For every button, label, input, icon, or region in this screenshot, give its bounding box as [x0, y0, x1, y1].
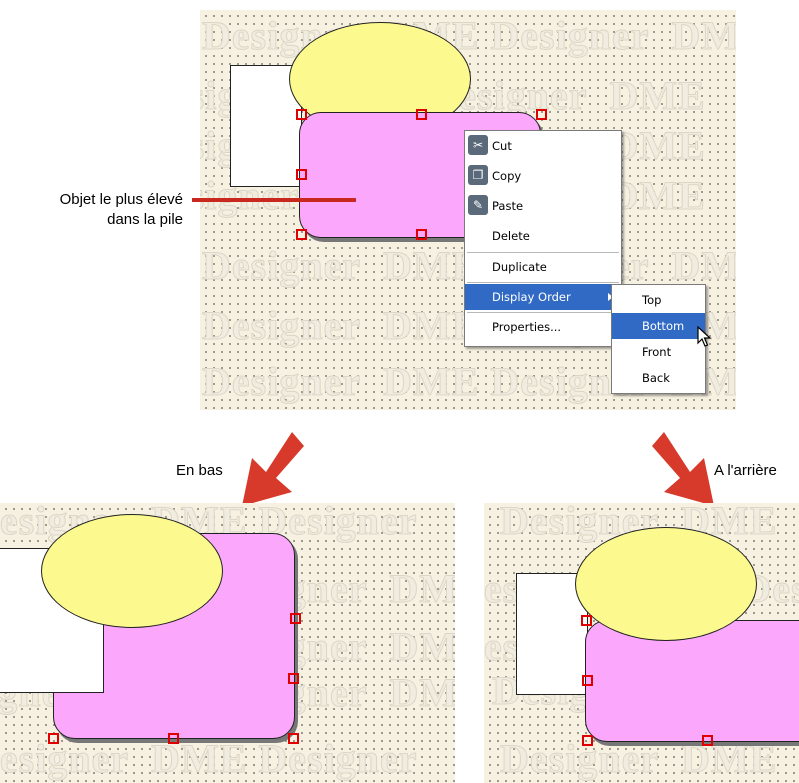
menu-item-display-order[interactable]: Display Order — [465, 284, 621, 310]
menu-item-label: Copy — [492, 169, 522, 183]
selection-handle[interactable] — [296, 169, 307, 180]
menu-separator — [467, 312, 619, 313]
selection-handle — [288, 673, 299, 684]
submenu-item-bottom[interactable]: Bottom — [612, 313, 705, 339]
menu-item-label: Duplicate — [492, 260, 547, 274]
selection-handle — [582, 675, 593, 686]
submenu-item-front[interactable]: Front — [612, 339, 705, 365]
submenu-item-top[interactable]: Top — [612, 287, 705, 313]
menu-item-cut[interactable]: ✂ Cut — [465, 133, 621, 159]
display-order-submenu: Top Bottom Front Back — [611, 284, 706, 394]
yellow-ellipse-shape — [41, 514, 223, 628]
paste-icon: ✎ — [468, 195, 488, 215]
menu-item-label: Properties... — [492, 320, 562, 334]
arrow-label-back: A l'arrière — [714, 462, 777, 479]
yellow-ellipse-shape — [575, 527, 757, 641]
menu-item-label: Back — [642, 371, 670, 385]
menu-item-delete[interactable]: Delete — [465, 223, 621, 249]
selection-handle[interactable] — [416, 229, 427, 240]
selection-handle[interactable] — [416, 109, 427, 120]
scissors-icon: ✂ — [468, 135, 488, 155]
arrow-label-bottom: En bas — [176, 462, 223, 479]
watermark: Designer DME Designer DME — [201, 243, 736, 289]
menu-item-label: Display Order — [492, 290, 571, 304]
menu-separator — [467, 282, 619, 283]
menu-item-copy[interactable]: ❐ Copy — [465, 163, 621, 189]
menu-item-label: Paste — [492, 199, 524, 213]
selection-handle[interactable] — [296, 229, 307, 240]
arrow-down-right-icon — [652, 432, 714, 506]
menu-item-label: Front — [642, 345, 672, 359]
watermark: Designer DME — [499, 736, 778, 782]
menu-item-properties[interactable]: Properties... — [465, 314, 621, 340]
menu-item-label: Bottom — [642, 319, 685, 333]
menu-item-label: Cut — [492, 139, 512, 153]
menu-item-label: Delete — [492, 229, 530, 243]
submenu-arrow-icon — [608, 293, 613, 301]
selection-handle — [288, 733, 299, 744]
selection-handle[interactable] — [536, 109, 547, 120]
selection-handle — [702, 735, 713, 746]
annotation-line: Objet le plus élevé — [59, 191, 183, 208]
annotation-line: dans la pile — [107, 211, 183, 228]
menu-item-label: Top — [642, 293, 662, 307]
selection-handle — [48, 733, 59, 744]
result-canvas-bottom: Designer DME Designer Designer DME Desig… — [0, 503, 455, 783]
selection-handle — [581, 615, 592, 626]
selection-handle[interactable] — [296, 109, 307, 120]
mouse-pointer-icon — [697, 326, 712, 347]
pink-rounded-rect-shape — [585, 620, 799, 742]
annotation-label: Objet le plus élevé dans la pile — [33, 190, 183, 230]
menu-separator — [467, 252, 619, 253]
watermark: Designer DME Designer DME — [201, 13, 736, 59]
watermark: Designer DME Designer — [0, 736, 418, 782]
menu-item-duplicate[interactable]: Duplicate — [465, 254, 621, 280]
arrow-down-left-icon — [242, 432, 304, 506]
selection-handle — [290, 613, 301, 624]
selection-handle — [168, 733, 179, 744]
selection-handle — [582, 735, 593, 746]
submenu-item-back[interactable]: Back — [612, 365, 705, 391]
context-menu: ✂ Cut ❐ Copy ✎ Paste Delete Duplicate Di… — [464, 130, 622, 347]
top-canvas[interactable]: Designer DME Designer DME Designer DME D… — [200, 10, 736, 410]
annotation-pointer-line — [192, 198, 356, 202]
menu-item-paste[interactable]: ✎ Paste — [465, 193, 621, 219]
result-canvas-back: Designer DME Designer DME Designer Desig… — [484, 503, 799, 783]
copy-icon: ❐ — [468, 165, 488, 185]
